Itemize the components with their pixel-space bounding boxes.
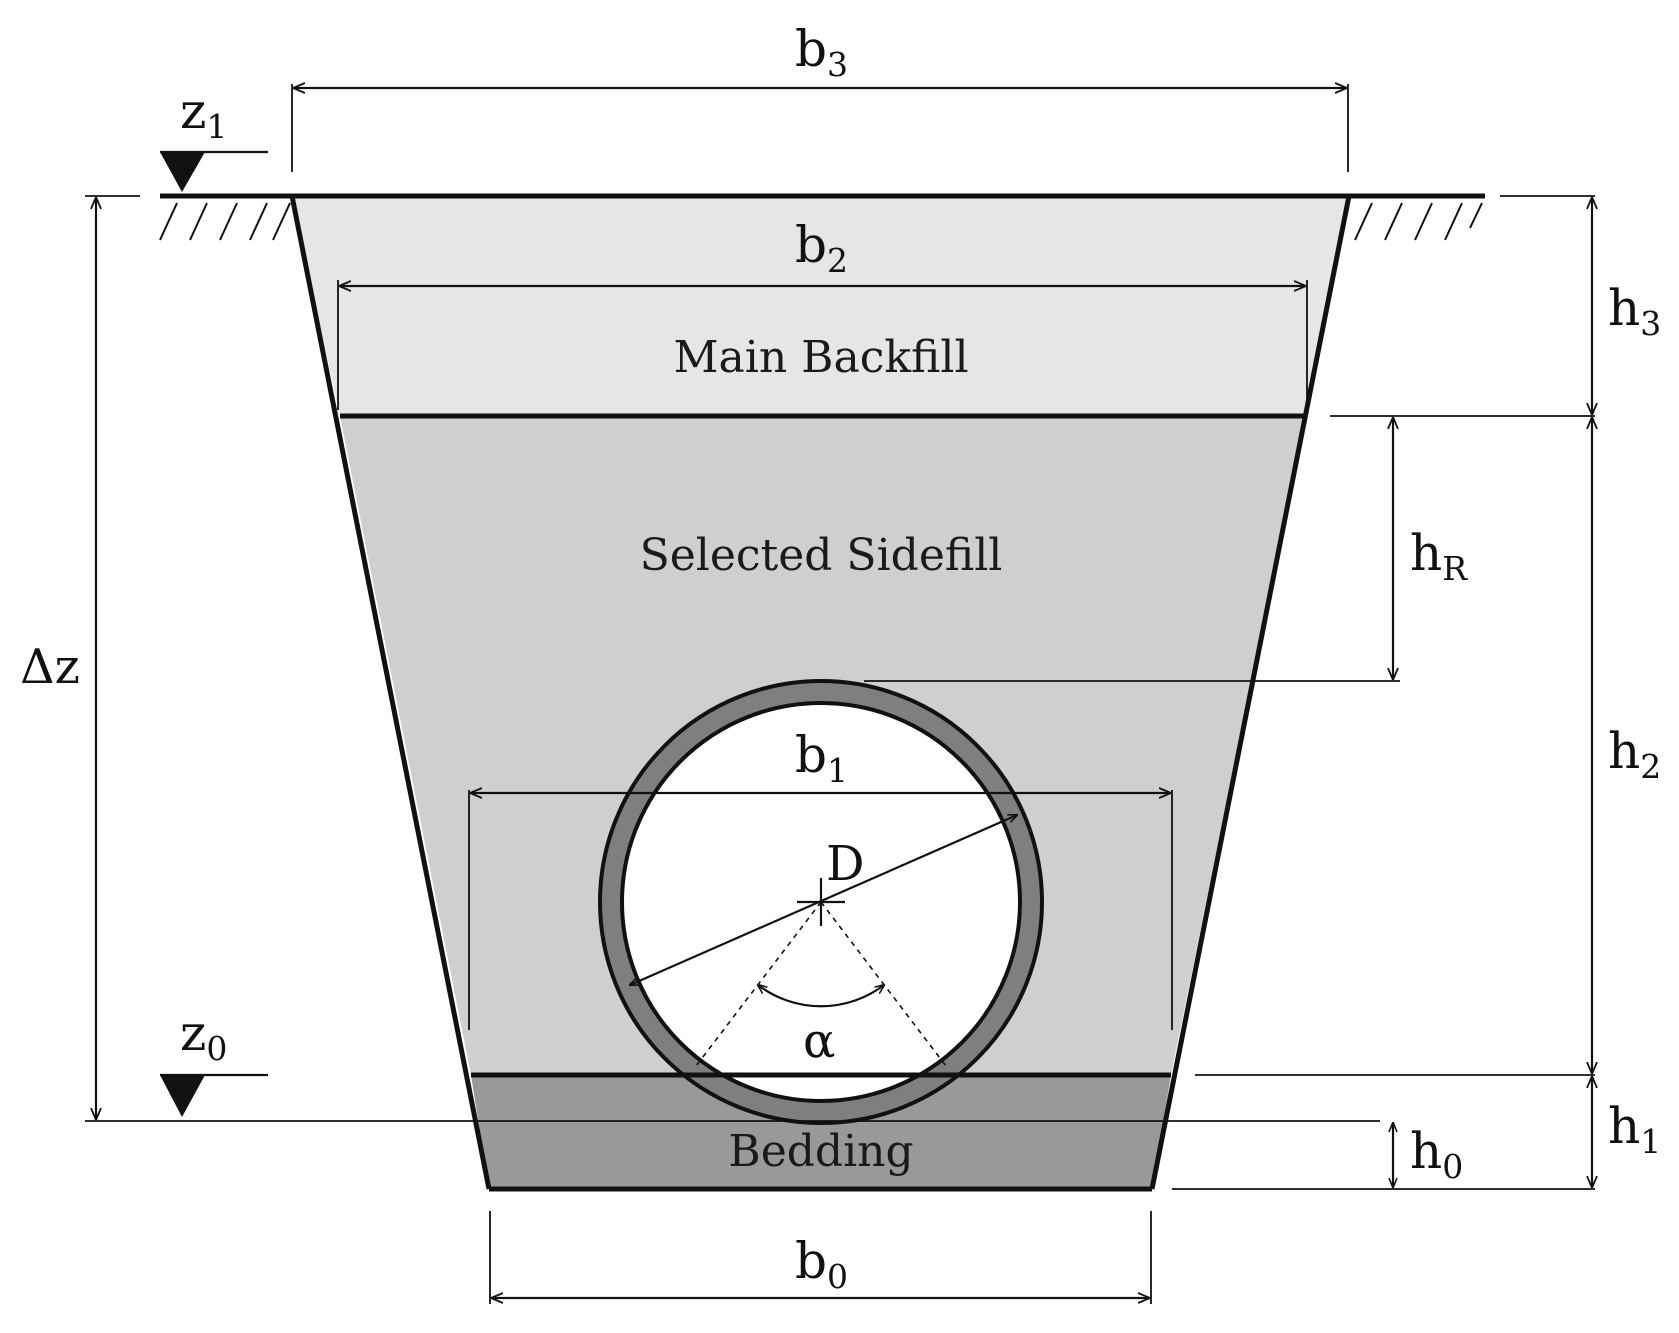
svg-text:z0: z0	[180, 1004, 227, 1068]
h2-label-base: h	[1608, 722, 1640, 780]
main-backfill-layer	[292, 196, 1349, 416]
pipe-diameter-label: D	[826, 836, 864, 892]
level-marker-z0: z0	[160, 1004, 268, 1117]
b3-label-base: b	[795, 20, 827, 78]
svg-text:z1: z1	[180, 82, 227, 146]
dimension-h2: h2	[1195, 418, 1661, 1076]
ground-hatch-left	[159, 202, 291, 241]
dimension-b2: b2	[337, 216, 1308, 410]
dimension-b0: b0	[489, 1211, 1152, 1304]
svg-text:h3: h3	[1608, 279, 1661, 343]
z1-label-sub: 1	[206, 107, 227, 146]
main-backfill-label: Main Backfill	[673, 332, 968, 383]
selected-sidefill-label: Selected Sidefill	[640, 530, 1003, 581]
b0-label-sub: 0	[827, 1257, 848, 1296]
svg-text:b1: b1	[795, 726, 848, 790]
delta-z-label: Δz	[20, 639, 80, 695]
hR-label-base: h	[1410, 524, 1442, 582]
dimension-b1: b1	[468, 726, 1173, 1030]
dimension-delta-z: Δz	[20, 195, 1380, 1122]
z0-label-sub: 0	[206, 1029, 227, 1068]
b2-label-base: b	[795, 216, 827, 274]
svg-text:b0: b0	[795, 1232, 848, 1296]
pipe-diameter: D	[630, 815, 1017, 985]
svg-text:h1: h1	[1608, 1097, 1661, 1161]
level-marker-z1: z1	[160, 82, 268, 192]
bedding-label: Bedding	[728, 1126, 913, 1177]
svg-text:b3: b3	[795, 20, 848, 84]
h0-label-base: h	[1410, 1122, 1442, 1180]
z1-label-base: z	[180, 82, 206, 140]
h2-label-sub: 2	[1640, 747, 1661, 786]
svg-text:h0: h0	[1410, 1122, 1463, 1186]
h1-label-sub: 1	[1640, 1122, 1661, 1161]
hR-label-sub: R	[1442, 549, 1468, 588]
svg-text:hR: hR	[1410, 524, 1468, 588]
dimension-hR: hR	[864, 418, 1468, 682]
h1-label-base: h	[1608, 1097, 1640, 1155]
b3-label-sub: 3	[827, 45, 848, 84]
bedding-angle: α	[695, 901, 947, 1069]
b0-label-base: b	[795, 1232, 827, 1290]
h3-label-base: h	[1608, 279, 1640, 337]
dimension-h3: h3	[1330, 195, 1661, 417]
h3-label-sub: 3	[1640, 304, 1661, 343]
trench-outline	[160, 193, 1485, 1192]
alpha-angle-label: α	[803, 1013, 835, 1069]
b2-label-sub: 2	[827, 241, 848, 280]
svg-text:b2: b2	[795, 216, 848, 280]
dimension-b3: b3	[291, 20, 1349, 172]
svg-text:h2: h2	[1608, 722, 1661, 786]
b1-label-sub: 1	[827, 751, 848, 790]
b1-label-base: b	[795, 726, 827, 784]
bedding-layer	[471, 1075, 1171, 1189]
ground-hatch-right	[1354, 202, 1483, 241]
h0-label-sub: 0	[1442, 1147, 1463, 1186]
dimension-h1: h1	[1172, 1077, 1661, 1190]
z0-label-base: z	[180, 1004, 206, 1062]
dimension-h0: h0	[1393, 1122, 1463, 1187]
